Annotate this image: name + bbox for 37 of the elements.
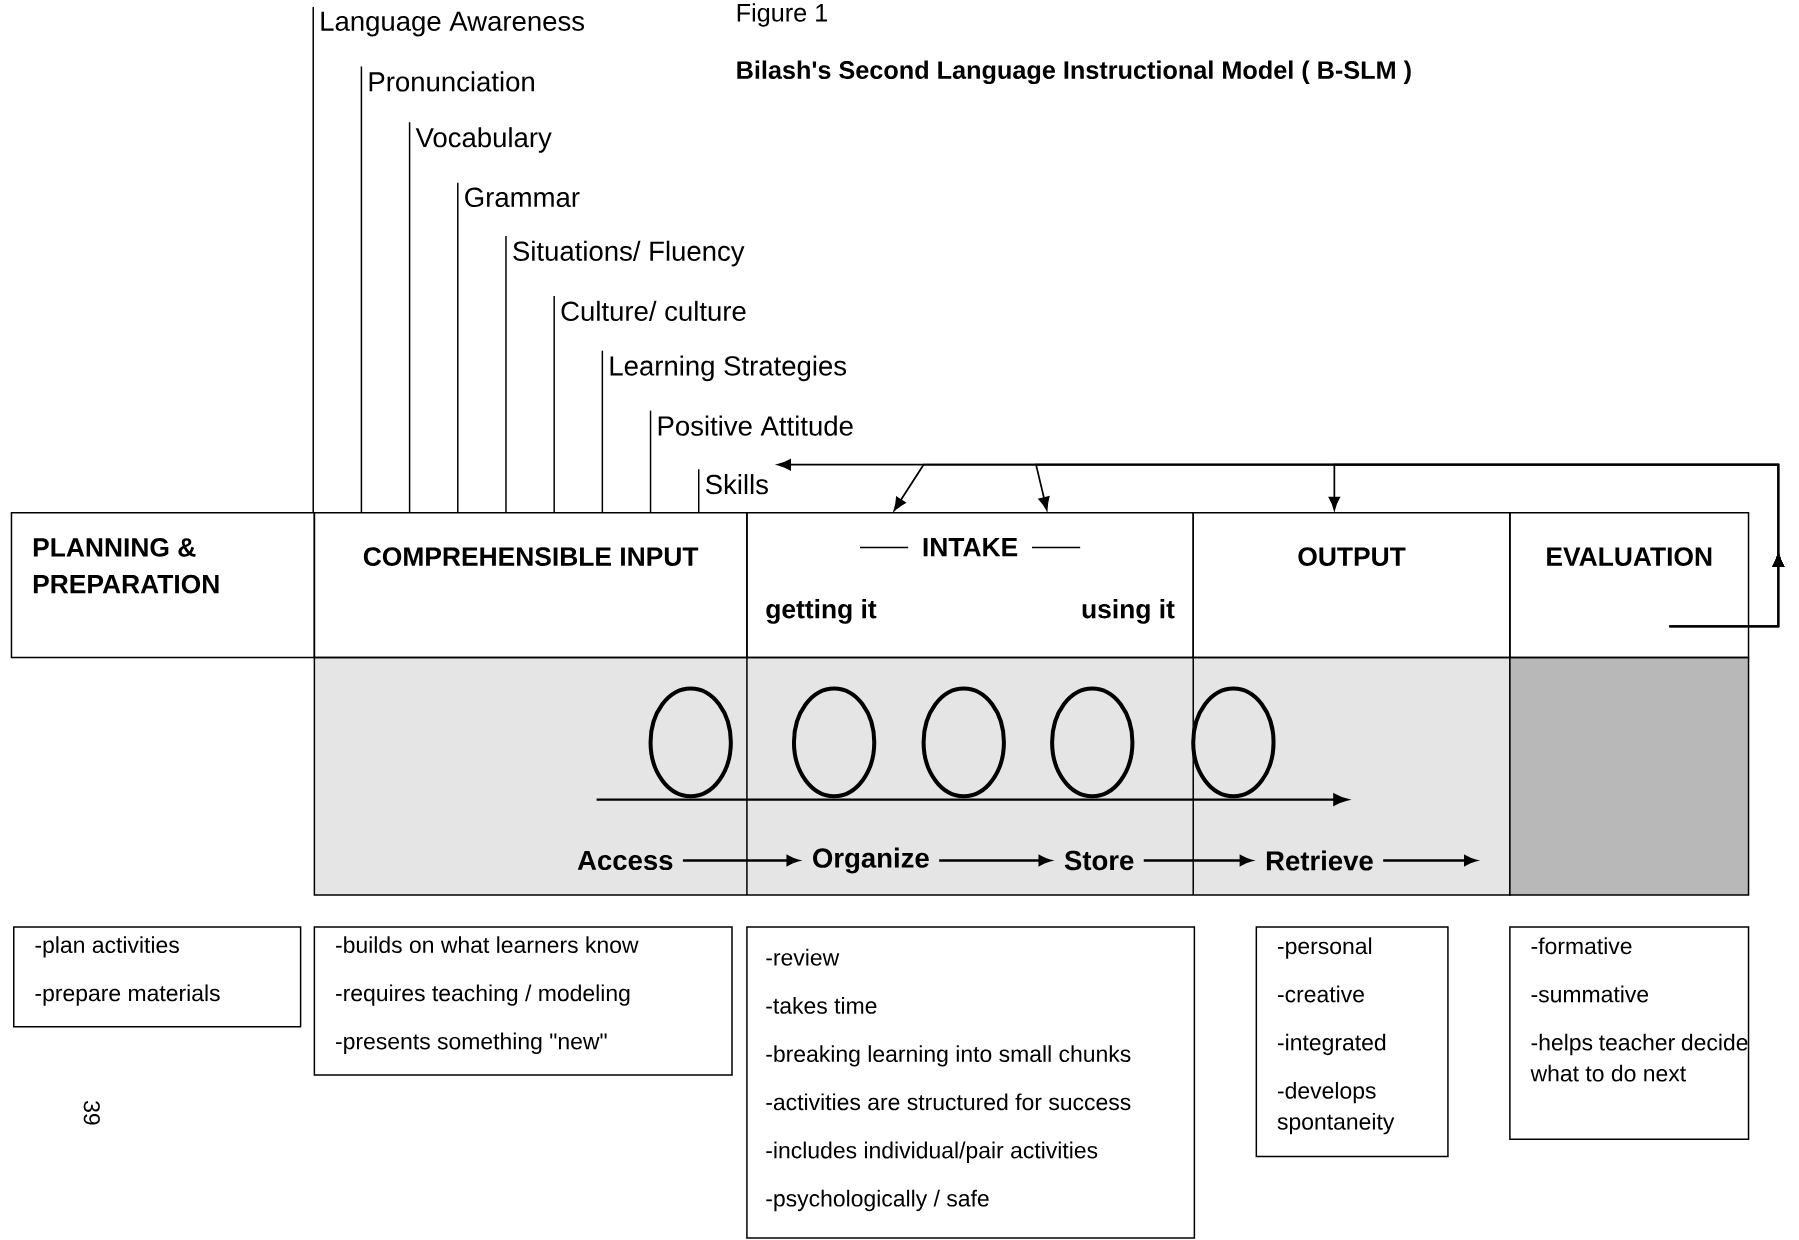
feedback-arrow bbox=[1328, 463, 1784, 628]
arrow bbox=[682, 854, 800, 866]
topic-label: Pronunciation bbox=[369, 71, 534, 92]
column-header-box: INTAKE getting it using it bbox=[746, 512, 1194, 659]
column-header-box: OUTPUT bbox=[1192, 512, 1511, 659]
topic-label: Culture/ culture bbox=[561, 300, 746, 321]
stage-label: Organize bbox=[813, 847, 929, 874]
column-header-box: COMPREHENSIBLE INPUT bbox=[313, 512, 748, 659]
leader-line bbox=[698, 468, 700, 514]
topic-label: Grammar bbox=[465, 187, 580, 207]
notes-box: -formative -summative -helps teacher decide what to do next bbox=[1509, 926, 1750, 1140]
notes-box: -personal -creative -integrated -develops spontaneity bbox=[1255, 926, 1449, 1158]
stage-label: Retrieve bbox=[1266, 850, 1373, 871]
column-header-box: PLANNING & PREPARATION bbox=[10, 512, 316, 659]
leader-line bbox=[312, 6, 314, 514]
topic-label: Situations/ Fluency bbox=[513, 240, 745, 267]
topic-label: Language Awareness bbox=[321, 11, 585, 37]
topic-label: Skills bbox=[705, 473, 768, 495]
stage-label: Access bbox=[577, 850, 673, 870]
topic-label: Vocabulary bbox=[415, 127, 552, 153]
page-number: 39 bbox=[83, 1100, 100, 1125]
figure-title: Bilash's Second Language Instructional Model ( B-SLM ) bbox=[737, 60, 1411, 84]
leader-line bbox=[408, 121, 411, 514]
leader-line bbox=[457, 181, 459, 514]
column-header-box: EVALUATION bbox=[1509, 512, 1750, 659]
leader-line bbox=[553, 295, 555, 514]
stage-label: Store bbox=[1064, 850, 1134, 871]
leader-line bbox=[601, 349, 604, 514]
figure-number: Figure 1 bbox=[737, 3, 827, 27]
leader-line bbox=[505, 235, 507, 514]
leader-line bbox=[360, 65, 363, 514]
notes-box: -review -takes time -breaking learning into small chunks -activities are structured for success -includes individual/pair activities -psychologically / safe bbox=[746, 926, 1196, 1239]
topic-label: Positive Attitude bbox=[658, 415, 853, 436]
notes-box: -builds on what learners know -requires teaching / modeling -presents something "new" bbox=[313, 926, 733, 1076]
notes-box: -plan activities -prepare materials bbox=[13, 926, 302, 1028]
topic-label: Learning Strategies bbox=[610, 355, 847, 381]
leader-line bbox=[649, 409, 652, 514]
